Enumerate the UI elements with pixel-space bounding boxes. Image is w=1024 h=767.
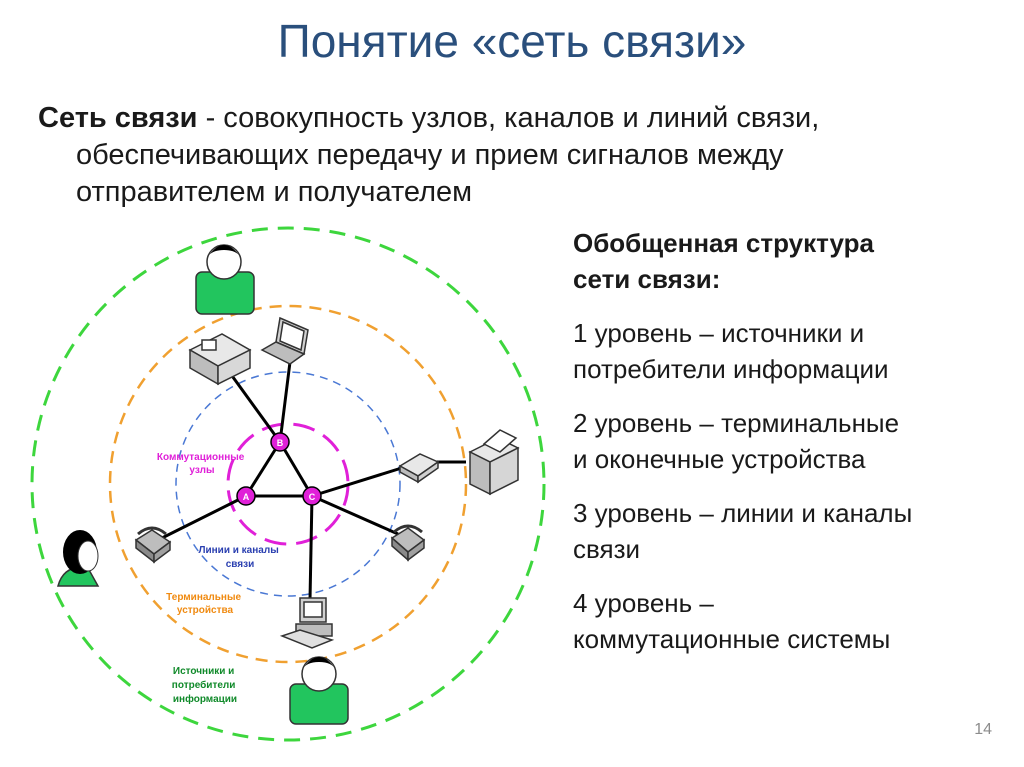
node-a-label: A	[243, 492, 250, 502]
structure-legend: Обобщенная структура сети связи: 1 урове…	[573, 225, 1003, 675]
link-b-laptop	[278, 361, 292, 443]
link-a-b	[244, 441, 282, 497]
desktop-computer-icon	[279, 597, 335, 649]
node-b-label: B	[277, 438, 284, 448]
terminal-devices-label: Терминальные устройства	[166, 592, 244, 616]
laptop-icon	[260, 316, 309, 365]
link-c-desktop	[308, 495, 314, 601]
definition-text-3: отправителем и получателем	[76, 176, 473, 208]
level-4-line1: 4 уровень –	[573, 588, 714, 618]
node-c-label: C	[309, 492, 316, 502]
switching-nodes-label: Коммутационные узлы	[157, 452, 247, 476]
structure-title-line2: сети связи:	[573, 264, 721, 294]
terminals-label-line2: устройства	[177, 605, 234, 616]
level-2-line1: 2 уровень – терминальные	[573, 408, 900, 438]
person-icon	[195, 244, 255, 315]
node-c: C	[302, 486, 322, 506]
switching-label-line2: узлы	[189, 465, 214, 476]
telephone-icon	[390, 524, 426, 562]
level-2-item: 2 уровень – терминальные и оконечные уст…	[573, 405, 1003, 477]
link-a-phone	[161, 494, 247, 540]
structure-title-line1: Обобщенная структура	[573, 228, 874, 258]
slide-title: Понятие «сеть связи»	[277, 15, 747, 67]
level-4-line2: коммутационные системы	[573, 624, 891, 654]
level-3-line2: связи	[573, 534, 641, 564]
fax-icon	[188, 333, 252, 386]
sources-label-line3: информации	[173, 693, 237, 705]
terminals-label-line1: Терминальные	[166, 592, 241, 603]
links-label-line1: Линии и каналы	[198, 545, 278, 556]
page-number: 14	[974, 721, 992, 738]
link-c-phone	[311, 494, 399, 536]
level-1-line1: 1 уровень – источники и	[573, 318, 865, 348]
definition-term: Сеть связи	[38, 102, 198, 134]
modem-icon	[398, 453, 440, 484]
links-label-line2: связи	[226, 559, 255, 570]
ring-level-2	[108, 304, 468, 664]
level-3-line1: 3 уровень – линии и каналы	[573, 498, 913, 528]
level-3-item: 3 уровень – линии и каналы связи	[573, 495, 1003, 567]
link-c-modem	[311, 464, 409, 498]
sources-label-line1: Источники и	[173, 666, 234, 677]
level-1-item: 1 уровень – источники и потребители инфо…	[573, 315, 1003, 387]
links-channels-label: Линии и каналы связи	[198, 545, 281, 570]
person-icon	[289, 656, 349, 725]
structure-title: Обобщенная структура сети связи:	[573, 225, 1003, 297]
definition-text-2: обеспечивающих передачу и прием сигналов…	[76, 139, 784, 171]
definition-line1: Сеть связи - совокупность узлов, каналов…	[38, 100, 968, 211]
ring-level-1	[30, 226, 546, 742]
telephone-icon	[134, 526, 172, 564]
level-4-item: 4 уровень – коммутационные системы	[573, 585, 1003, 657]
printer-icon	[468, 429, 520, 496]
definition: Сеть связи - совокупность узлов, каналов…	[38, 100, 968, 211]
node-a: A	[236, 486, 256, 506]
node-b: B	[270, 432, 290, 452]
person-icon	[57, 530, 100, 587]
level-2-line2: и оконечные устройства	[573, 444, 866, 474]
sources-label-line2: потребители	[172, 679, 236, 691]
switching-label-line1: Коммутационные	[157, 452, 245, 463]
definition-text-1: - совокупность узлов, каналов и линий св…	[197, 102, 820, 134]
ring-level-3	[175, 371, 401, 597]
level-1-line2: потребители информации	[573, 354, 889, 384]
sources-consumers-label: Источники и потребители информации	[172, 666, 238, 705]
link-b-c	[278, 441, 314, 497]
